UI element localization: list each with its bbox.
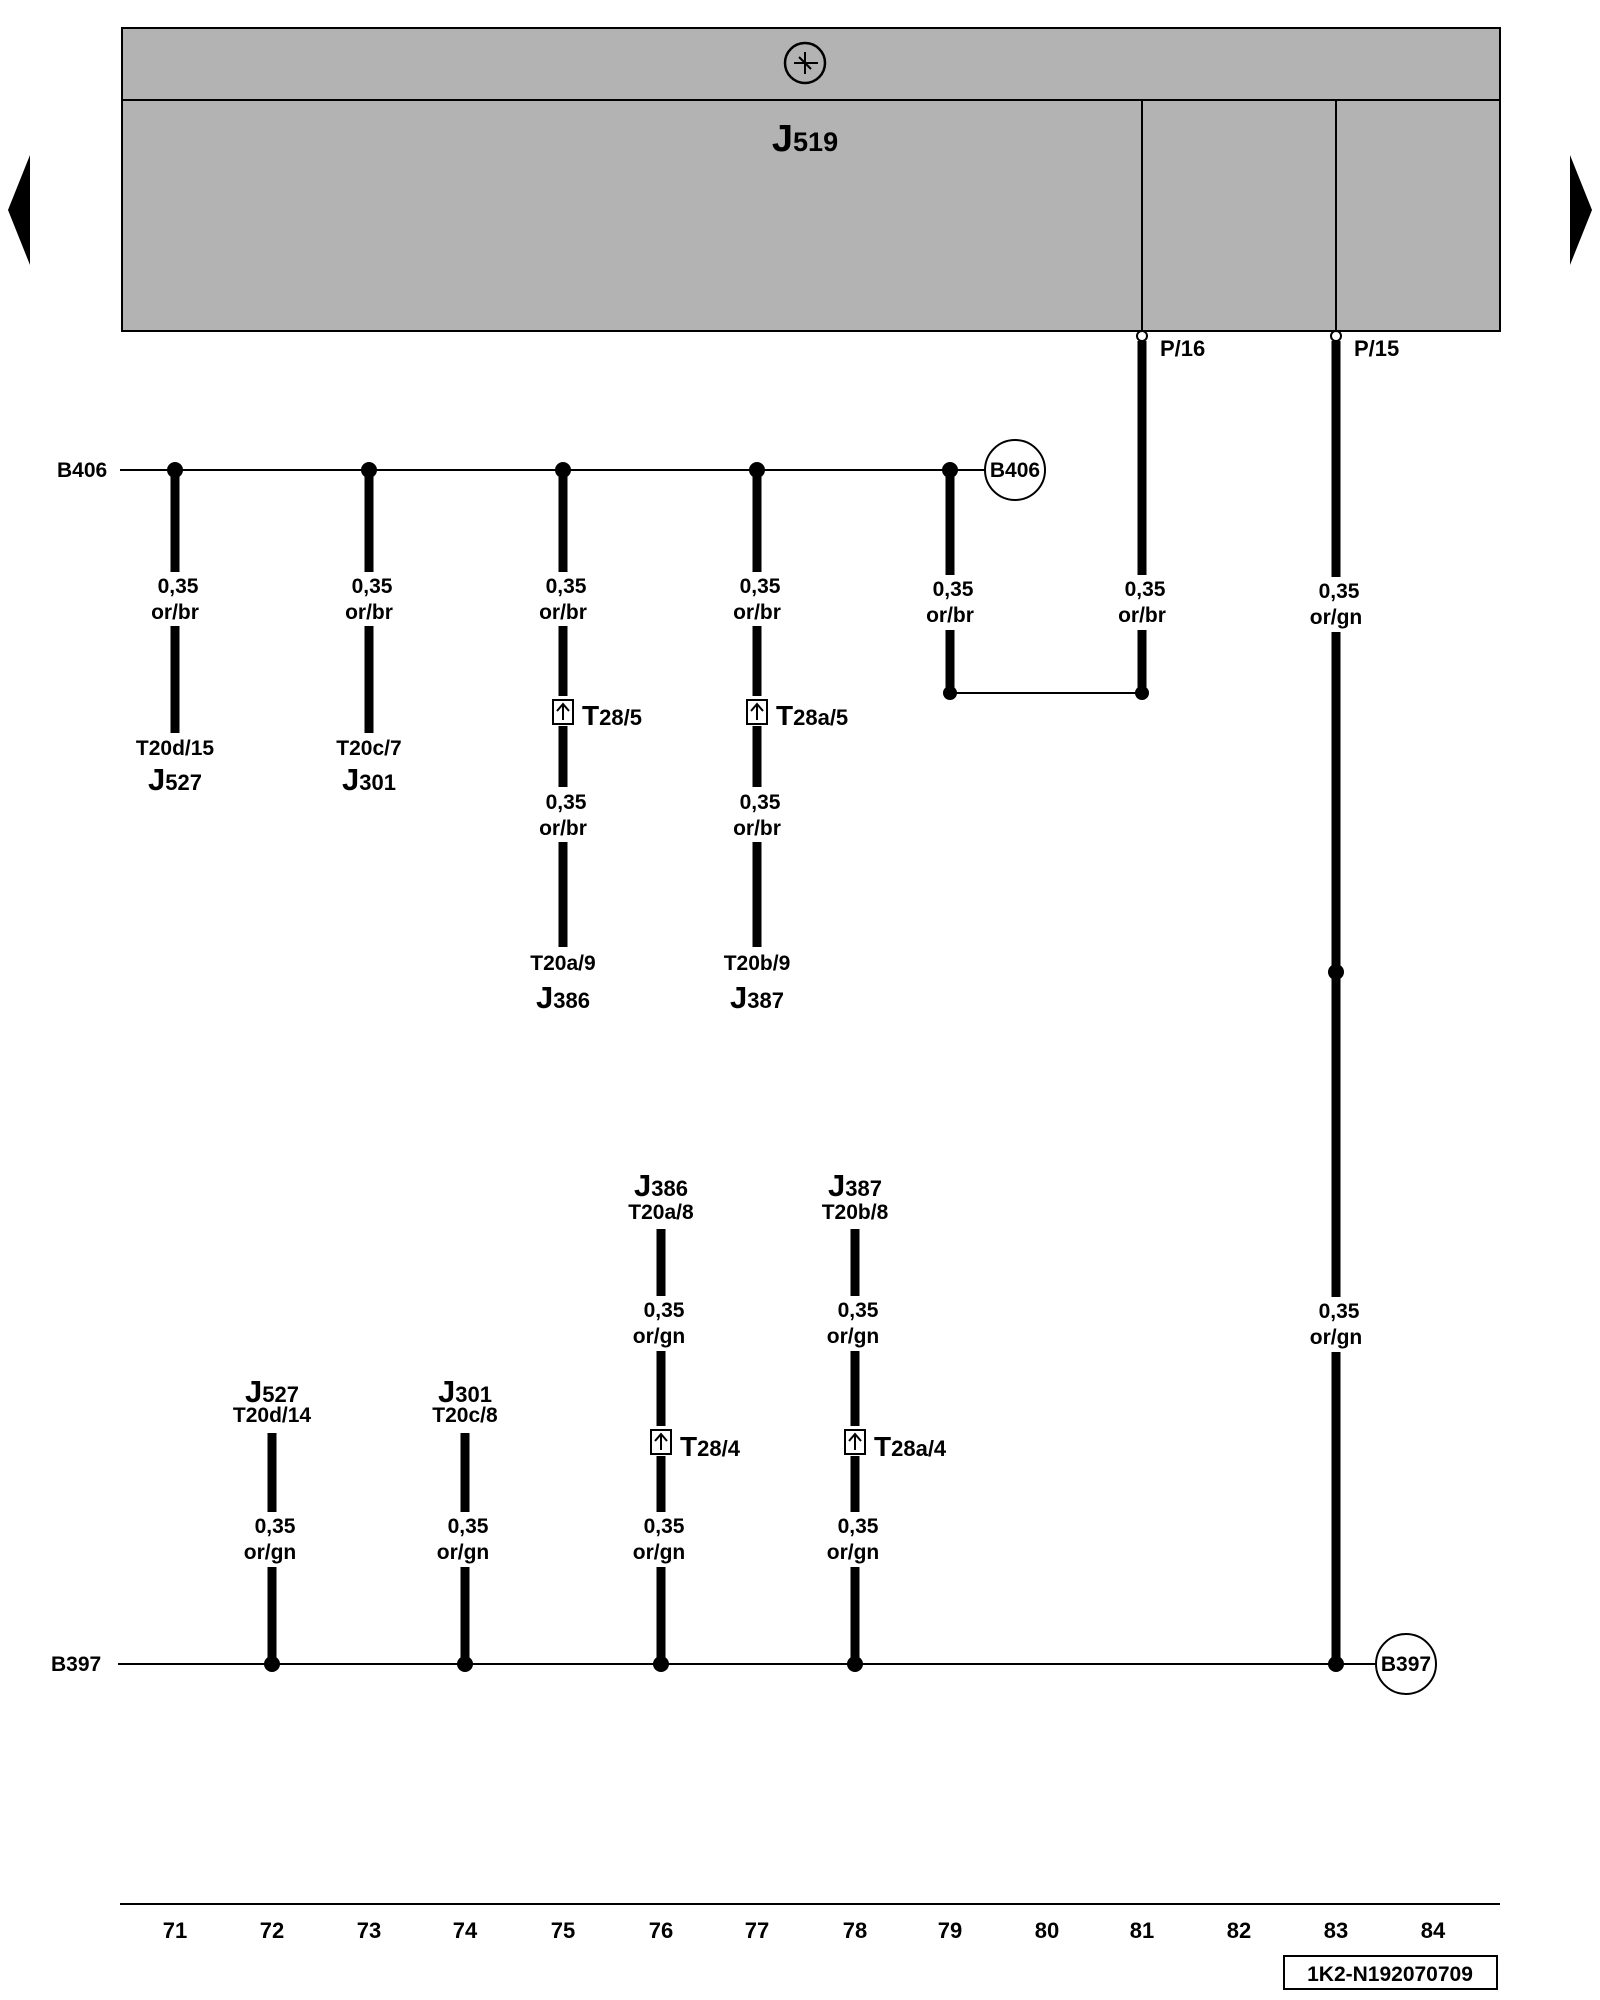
track-number: 78 xyxy=(843,1918,867,1943)
wire-link-b406-p16: 0,35 or/br xyxy=(926,462,1149,700)
connector-label-t28a-5: T28a/5 xyxy=(776,700,848,731)
svg-text:0,35: 0,35 xyxy=(352,575,393,598)
track-number: 77 xyxy=(745,1918,769,1943)
track-numbers: 71 72 73 74 75 76 77 78 79 80 81 82 83 8… xyxy=(163,1918,1446,1943)
svg-text:or/gn: or/gn xyxy=(633,1541,686,1564)
svg-text:0,35: 0,35 xyxy=(740,791,781,814)
svg-text:or/br: or/br xyxy=(1118,604,1166,627)
svg-text:J301: J301 xyxy=(438,1374,492,1409)
svg-text:or/br: or/br xyxy=(733,601,781,624)
svg-text:T20a/8: T20a/8 xyxy=(628,1201,694,1224)
pin-label-p15: P/15 xyxy=(1354,336,1399,361)
svg-text:0,35: 0,35 xyxy=(158,575,199,598)
bus-ref-b397[interactable]: B397 xyxy=(1375,1633,1437,1695)
svg-text:J387: J387 xyxy=(730,980,784,1015)
svg-text:0,35: 0,35 xyxy=(1125,578,1166,601)
track-number: 72 xyxy=(260,1918,284,1943)
svg-text:T20c/7: T20c/7 xyxy=(336,737,401,760)
connector-label-t28-5: T28/5 xyxy=(582,700,642,731)
control-unit-label: J519 xyxy=(772,118,838,160)
track-number: 81 xyxy=(1130,1918,1154,1943)
wire-p16: 0,35 or/br xyxy=(1118,330,1166,693)
wire-drop-t20d14: J527 T20d/14 0,35 or/gn xyxy=(233,1374,312,1672)
wire-p15: 0,35 or/gn 0,35 or/gn xyxy=(1310,330,1363,1662)
wire-drop-t20a9: 0,35 or/br T28/5 0,35 or/br T20a/9 J386 xyxy=(530,462,642,1015)
wire-drop-t20b9: 0,35 or/br T28a/5 0,35 or/br T20b/9 J387 xyxy=(724,462,848,1015)
ground-circle-icon xyxy=(783,41,827,85)
svg-text:T20b/9: T20b/9 xyxy=(724,952,791,975)
svg-text:J527: J527 xyxy=(245,1374,299,1409)
wire-drop-t20d15: 0,35 or/br T20d/15 J527 xyxy=(136,462,215,797)
svg-text:or/br: or/br xyxy=(733,817,781,840)
diagram-id-box: 1K2-N192070709 xyxy=(1283,1955,1498,1990)
svg-text:0,35: 0,35 xyxy=(1319,580,1360,603)
svg-text:0,35: 0,35 xyxy=(838,1515,879,1538)
svg-text:or/gn: or/gn xyxy=(827,1541,880,1564)
svg-text:or/gn: or/gn xyxy=(1310,1326,1363,1349)
svg-text:0,35: 0,35 xyxy=(1319,1300,1360,1323)
wire-drop-t20b8: J387 T20b/8 0,35 or/gn T28a/4 0,35 or/gn xyxy=(822,1168,947,1672)
svg-text:T20a/9: T20a/9 xyxy=(530,952,595,975)
svg-text:0,35: 0,35 xyxy=(546,791,587,814)
svg-text:T20b/8: T20b/8 xyxy=(822,1201,889,1224)
track-number: 79 xyxy=(938,1918,962,1943)
track-number: 83 xyxy=(1324,1918,1348,1943)
svg-text:or/gn: or/gn xyxy=(437,1541,490,1564)
track-number: 71 xyxy=(163,1918,187,1943)
svg-text:0,35: 0,35 xyxy=(546,575,587,598)
track-number: 80 xyxy=(1035,1918,1059,1943)
svg-text:0,35: 0,35 xyxy=(838,1299,879,1322)
next-page-arrow-icon[interactable] xyxy=(1570,155,1592,265)
svg-text:T20d/14: T20d/14 xyxy=(233,1404,312,1427)
svg-text:J387: J387 xyxy=(828,1168,882,1203)
svg-text:B397: B397 xyxy=(1381,1653,1431,1676)
svg-text:or/br: or/br xyxy=(151,601,199,624)
connector-icon xyxy=(746,699,768,725)
diagram-id: 1K2-N192070709 xyxy=(1307,1963,1473,1986)
track-number: 82 xyxy=(1227,1918,1251,1943)
svg-text:or/gn: or/gn xyxy=(244,1541,297,1564)
svg-text:J386: J386 xyxy=(536,980,590,1015)
track-number: 84 xyxy=(1421,1918,1446,1943)
svg-text:T20c/8: T20c/8 xyxy=(432,1404,498,1427)
pin-label-p16: P/16 xyxy=(1160,336,1205,361)
svg-text:or/br: or/br xyxy=(926,604,974,627)
control-unit-j519: J519 xyxy=(121,27,1501,332)
svg-text:0,35: 0,35 xyxy=(740,575,781,598)
track-number: 75 xyxy=(551,1918,575,1943)
svg-text:or/br: or/br xyxy=(539,601,587,624)
svg-text:T20d/15: T20d/15 xyxy=(136,737,215,760)
svg-text:or/br: or/br xyxy=(539,817,587,840)
svg-text:0,35: 0,35 xyxy=(644,1299,685,1322)
connector-label-t28-4: T28/4 xyxy=(680,1431,741,1462)
wire-drop-t20a8: J386 T20a/8 0,35 or/gn T28/4 0,35 or/gn xyxy=(628,1168,741,1672)
svg-text:or/gn: or/gn xyxy=(1310,606,1363,629)
connector-icon xyxy=(552,699,574,725)
svg-text:0,35: 0,35 xyxy=(644,1515,685,1538)
svg-text:J386: J386 xyxy=(634,1168,688,1203)
svg-text:J527: J527 xyxy=(148,762,202,797)
connector-label-t28a-4: T28a/4 xyxy=(874,1431,947,1462)
svg-text:or/br: or/br xyxy=(345,601,393,624)
bus-ref-b406[interactable]: B406 xyxy=(984,439,1046,501)
bus-label-b406: B406 xyxy=(57,459,107,482)
svg-text:0,35: 0,35 xyxy=(933,578,974,601)
svg-text:0,35: 0,35 xyxy=(255,1515,296,1538)
track-number: 73 xyxy=(357,1918,381,1943)
prev-page-arrow-icon[interactable] xyxy=(8,155,30,265)
connector-icon xyxy=(844,1429,866,1455)
svg-text:B406: B406 xyxy=(990,459,1040,482)
svg-text:or/gn: or/gn xyxy=(633,1325,686,1348)
connector-icon xyxy=(650,1429,672,1455)
bus-label-b397: B397 xyxy=(51,1653,101,1676)
track-number: 76 xyxy=(649,1918,673,1943)
svg-text:0,35: 0,35 xyxy=(448,1515,489,1538)
svg-text:or/gn: or/gn xyxy=(827,1325,880,1348)
svg-text:J301: J301 xyxy=(342,762,396,797)
wire-drop-t20c8: J301 T20c/8 0,35 or/gn xyxy=(432,1374,498,1672)
wire-drop-t20c7: 0,35 or/br T20c/7 J301 xyxy=(336,462,402,797)
track-number: 74 xyxy=(453,1918,478,1943)
